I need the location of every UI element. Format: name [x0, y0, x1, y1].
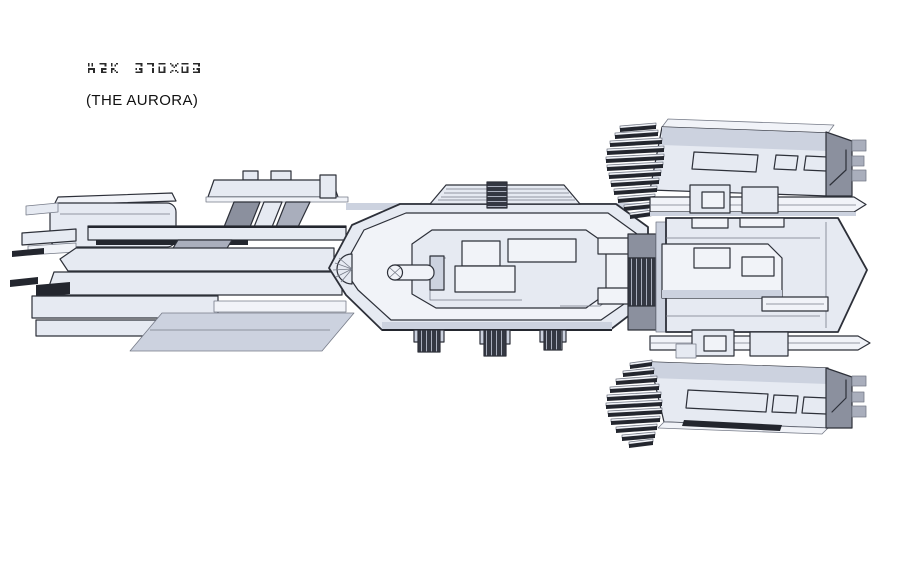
bow-keel-fin — [129, 312, 355, 352]
bow-strut — [223, 201, 261, 228]
lower-nacelle-shade — [650, 362, 828, 384]
bow-mast-tab — [242, 170, 259, 181]
lower-facet-tab — [851, 375, 867, 387]
fore-slab-topface — [53, 192, 177, 206]
upper-nacelle — [605, 118, 867, 219]
ventral-hatch-tabs — [413, 329, 567, 357]
lower-rod-clamp-inner — [703, 335, 727, 352]
bow-dark-blade — [10, 277, 38, 287]
upper-nacelle-facet — [825, 131, 853, 197]
neck-hatch-block — [627, 257, 657, 307]
bow-wide-slab — [59, 247, 335, 272]
bow-beam-end — [319, 174, 337, 199]
upper-rod-shadow — [650, 212, 856, 216]
upper-nacelle-panel — [773, 154, 799, 171]
upper-facet-tab — [851, 169, 867, 182]
mid-module — [454, 265, 516, 293]
upper-rod-clamp — [741, 186, 779, 214]
lower-facet-tab — [851, 405, 867, 418]
mid-module — [507, 238, 577, 263]
lower-rod-clamp — [749, 331, 789, 357]
stern-center-hull — [661, 217, 868, 333]
midship-section — [328, 181, 661, 357]
ancient-glyph-title — [88, 63, 298, 77]
stern-panel-window — [693, 247, 731, 269]
dorsal-hatch-block — [486, 181, 508, 209]
bow-thin-bar — [213, 300, 347, 313]
neck-block — [627, 305, 657, 331]
lower-nacelle-facet — [825, 367, 853, 429]
bow-mast-tab — [270, 170, 292, 181]
bow-dark-bar — [96, 240, 248, 245]
upper-nacelle-panel — [691, 151, 759, 173]
stern-panel-shade — [662, 290, 782, 298]
upper-rod-clamp-inner — [701, 191, 725, 209]
lower-radiator-fins — [605, 359, 663, 448]
upper-radiator-fins — [605, 122, 665, 219]
upper-facet-tab — [851, 139, 867, 152]
lower-dark-band — [682, 420, 782, 431]
bow-dark-tip — [36, 282, 70, 297]
upper-nacelle-shade — [662, 127, 828, 151]
lower-nacelle — [605, 329, 871, 448]
lower-rod-clamp — [675, 343, 697, 359]
neck-block — [627, 233, 657, 259]
bow-plate — [25, 202, 59, 216]
lower-nacelle-panel — [685, 389, 769, 413]
bow-plate — [21, 228, 77, 246]
neck-connector — [627, 221, 667, 333]
bow-long-slab — [45, 271, 343, 296]
lower-facet-chevron — [831, 379, 847, 413]
stern-top-notch — [739, 217, 785, 228]
upper-facet-tab — [851, 155, 865, 167]
bow-section — [10, 170, 355, 352]
hull-nose-fan — [332, 253, 353, 285]
stern-panel-window — [741, 256, 775, 277]
stern-top-notch — [691, 217, 729, 229]
lower-facet-tab — [851, 391, 865, 403]
mid-bottom-band — [382, 322, 612, 330]
bow-platform — [207, 179, 339, 198]
upper-facet-chevron — [829, 149, 847, 186]
bow-spine-beam — [87, 225, 347, 241]
lower-nacelle-panel — [771, 394, 799, 414]
mid-module — [461, 240, 501, 267]
ship-name-caption: (THE AURORA) — [86, 92, 199, 109]
bow-dark-blade — [12, 248, 44, 257]
